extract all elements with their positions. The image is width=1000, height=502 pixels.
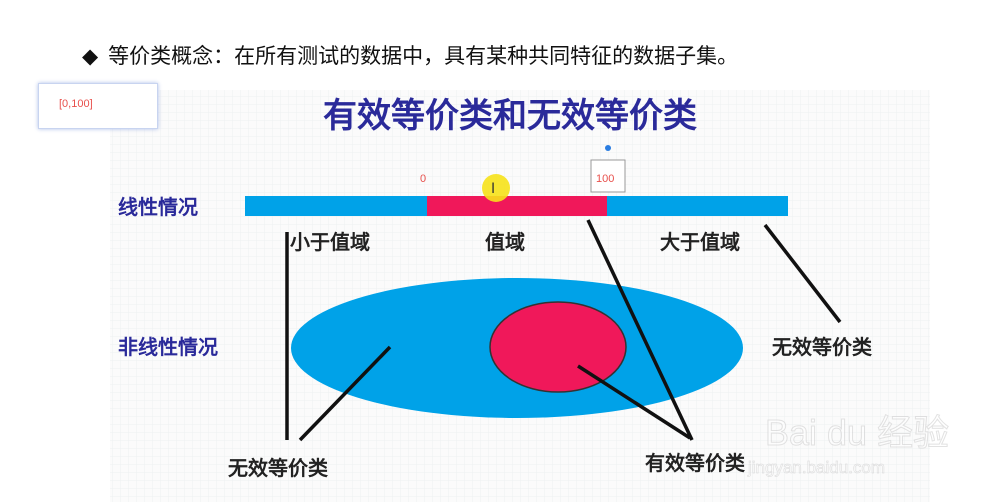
marker-hundred-box[interactable] [590, 159, 626, 193]
rotate-handle-icon[interactable] [605, 145, 611, 151]
invalid-class-label-bottom: 无效等价类 [228, 456, 328, 480]
cursor-highlight-icon [482, 174, 510, 202]
diagram-title: 有效等价类和无效等价类 [323, 96, 697, 136]
invalid-class-label-right: 无效等价类 [772, 335, 872, 359]
bar-above-range [607, 196, 788, 216]
slide-heading: ◆ 等价类概念：在所有测试的数据中，具有某种共同特征的数据子集。 [82, 40, 738, 70]
marker-zero: 0 [420, 173, 426, 185]
heading-text: 等价类概念：在所有测试的数据中，具有某种共同特征的数据子集。 [108, 44, 739, 68]
text-box-annotation[interactable]: [0,100] [38, 83, 158, 129]
watermark-logo: Bai du 经验 [765, 412, 949, 453]
diamond-bullet-icon: ◆ [82, 44, 99, 68]
bar-valid-range [427, 196, 607, 216]
text-cursor-icon: I [491, 181, 495, 197]
valid-region-circle [489, 301, 627, 393]
bar-below-range [245, 196, 427, 216]
watermark-url: jingyan.baidu.com [747, 458, 885, 477]
linear-label: 线性情况 [118, 195, 198, 219]
pointer-lines [285, 219, 842, 442]
marker-hundred: 100 [596, 173, 614, 185]
baidu-watermark: Bai du 经验 jingyan.baidu.com [747, 412, 950, 478]
above-range-label: 大于值域 [660, 230, 740, 254]
note-text: [0,100] [59, 98, 93, 110]
below-range-label: 小于值域 [290, 230, 370, 254]
nonlinear-label: 非线性情况 [118, 335, 218, 359]
range-label: 值域 [485, 230, 525, 254]
valid-class-label-bottom: 有效等价类 [645, 451, 745, 475]
